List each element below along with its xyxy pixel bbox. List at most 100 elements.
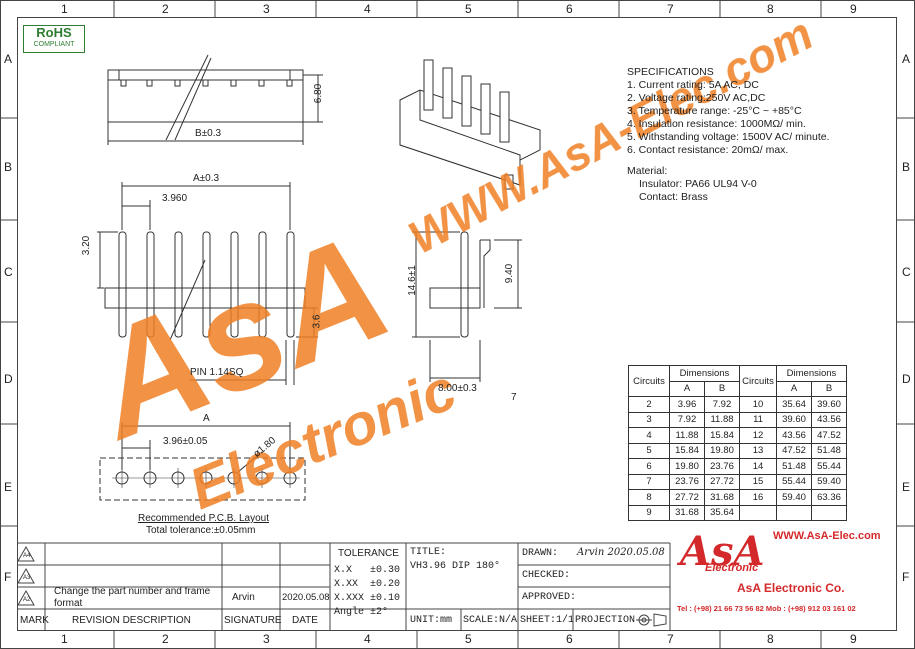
col-label: 9 (850, 2, 857, 16)
tol-key: X.XXX (334, 593, 365, 604)
spec-item: 2. Voltage rating:250V AC,DC (627, 92, 766, 104)
tolerance-label: TOLERANCE (338, 548, 399, 559)
drawn-label: DRAWN: (522, 548, 559, 559)
note-7: 7 (511, 392, 517, 403)
dim-a-pcb: A (203, 413, 210, 424)
tol-value: ±0.10 (370, 593, 401, 604)
title-value: VH3.96 DIP 180° (410, 561, 501, 572)
row-label: B (4, 160, 13, 174)
tol-value: ±0.20 (370, 579, 401, 590)
material-heading: Material: (627, 165, 668, 177)
tol-key: X.XX (334, 579, 359, 590)
sheet-label: SHEET:1/1 (520, 615, 575, 626)
row-label: F (4, 570, 12, 584)
dim-680: 6.80 (313, 83, 325, 104)
company-logo-sub: Electronic (705, 562, 759, 574)
company-name: AsA Electronic Co. (737, 581, 845, 595)
pcb-caption: Recommended P.C.B. Layout (138, 513, 270, 524)
checked-label: CHECKED: (522, 570, 571, 581)
rohs-title: RoHS (36, 25, 72, 40)
front-view (97, 182, 318, 385)
rev-signature: Arvin (232, 592, 255, 603)
col-label: 4 (364, 632, 371, 646)
table-header: Dimensions (776, 365, 847, 382)
row-label: D (902, 372, 911, 386)
row-label: E (4, 480, 13, 494)
company-url: WWW.AsA-Elec.com (773, 530, 881, 542)
rev-description: Change the part number and frame format (54, 586, 211, 609)
revision-label: REVISION DESCRIPTION (72, 615, 191, 626)
dim-b: B±0.3 (195, 128, 222, 139)
spec-item: 6. Contact resistance: 20mΩ/ max. (627, 144, 789, 156)
col-label: 7 (667, 632, 674, 646)
title-block-lines (17, 542, 671, 631)
dim-146: 14.6±1 (406, 265, 418, 296)
row-label: B (902, 160, 911, 174)
dim-a-top: A±0.3 (193, 173, 220, 184)
side-view (412, 231, 522, 382)
rev-date: 2020.05.08 (282, 592, 330, 603)
tol-value: ±0.30 (370, 565, 401, 576)
row-label: D (4, 372, 13, 386)
mark-label: MARK (20, 615, 49, 626)
col-label: 3 (263, 2, 270, 16)
company-logo: AsA (680, 528, 765, 575)
company-phones: Tel : (+98) 21 66 73 56 82 Mob : (+98) 9… (677, 604, 856, 613)
material-item: Contact: Brass (639, 191, 708, 203)
table-header: B (811, 380, 847, 397)
rohs-badge: RoHS COMPLIANT (23, 25, 85, 53)
specifications: SPECIFICATIONS 1. Current rating: 5A AC,… (627, 66, 830, 204)
col-label: 5 (465, 2, 472, 16)
col-label: 1 (61, 2, 68, 16)
dim-3960: 3.960 (162, 193, 188, 204)
spec-item: 3. Temperature range: -25°C ~ +85°C (627, 105, 802, 117)
rohs-subtitle: COMPLIANT (33, 41, 75, 48)
specs-heading: SPECIFICATIONS (627, 66, 714, 78)
col-label: 4 (364, 2, 371, 16)
dim-940: 9.40 (504, 263, 516, 284)
rev-mark: A3 (23, 575, 31, 581)
dim-pin: PIN 1.14SQ (190, 367, 244, 378)
iso-view (399, 59, 541, 190)
col-label: 8 (767, 632, 774, 646)
approved-label: APPROVED: (522, 592, 577, 603)
dimensions-table: Circuits Dimensions Circuits Dimensions … (628, 365, 847, 521)
col-label: 6 (566, 632, 573, 646)
row-label: C (4, 265, 13, 279)
table-header: A (669, 380, 705, 397)
rev-mark: A2 (23, 597, 31, 603)
table-header: Circuits (628, 365, 670, 397)
table-header: B (704, 380, 740, 397)
col-label: 5 (465, 632, 472, 646)
title-label: TITLE: (410, 547, 447, 558)
dim-320: 3.20 (81, 235, 93, 256)
col-label: 6 (566, 2, 573, 16)
dim-396-pcb: 3.96±0.05 (163, 436, 208, 447)
col-label: 2 (162, 2, 169, 16)
table-header: Dimensions (669, 365, 740, 382)
tol-value: ±2° (370, 607, 389, 618)
col-label: 7 (667, 2, 674, 16)
col-label: 9 (850, 632, 857, 646)
tol-key: Angle (334, 607, 365, 618)
material-item: Insulator: PA66 UL94 V-0 (639, 178, 757, 190)
signature-label: SIGNATURE (224, 615, 282, 626)
spec-item: 5. Withstanding voltage: 1500V AC/ minut… (627, 131, 830, 143)
projection-icon (634, 611, 670, 629)
col-label: 8 (767, 2, 774, 16)
tolerance-caption: Total tolerance:±0.05mm (146, 525, 256, 536)
projection-label: PROJECTION (575, 615, 636, 626)
tol-key: X.X (334, 565, 353, 576)
spec-item: 4. Insulation resistance: 1000MΩ/ min. (627, 118, 806, 130)
rev-mark: A4 (23, 553, 31, 559)
spec-item: 1. Current rating: 5A AC, DC (627, 79, 759, 91)
scale-label: SCALE:N/A (463, 615, 518, 626)
